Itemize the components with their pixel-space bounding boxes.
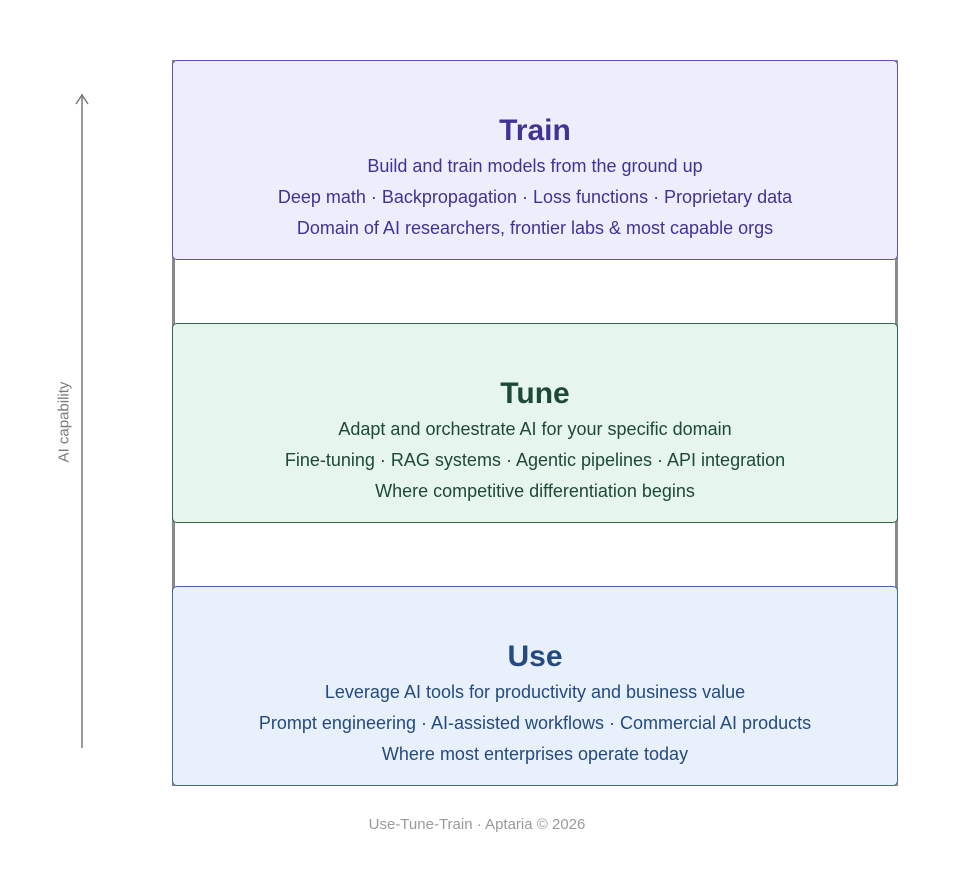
tier-title: Tune	[500, 377, 570, 410]
axis-arrow-icon	[75, 93, 89, 748]
tier-description: Adapt and orchestrate AI for your specif…	[338, 419, 732, 439]
tier-topics: Deep math · Backpropagation · Loss funct…	[277, 187, 793, 207]
tier-audience: Where most enterprises operate today	[381, 744, 689, 764]
tier-audience: Domain of AI researchers, frontier labs …	[296, 218, 774, 238]
footer-credit: Use-Tune-Train · Aptaria © 2026	[368, 816, 586, 833]
tier-topics: Fine-tuning · RAG systems · Agentic pipe…	[284, 450, 786, 470]
tier-train: Train Build and train models from the gr…	[172, 60, 898, 260]
tier-tune: Tune Adapt and orchestrate AI for your s…	[172, 323, 898, 523]
tier-topics: Prompt engineering · AI-assisted workflo…	[258, 713, 812, 733]
tier-title: Train	[499, 114, 571, 147]
tier-audience: Where competitive differentiation begins	[375, 481, 695, 501]
tier-description: Leverage AI tools for productivity and b…	[324, 682, 746, 702]
tier-title: Use	[507, 640, 563, 673]
axis-label: AI capability	[55, 381, 73, 463]
tier-use: Use Leverage AI tools for productivity a…	[172, 586, 898, 786]
tier-description: Build and train models from the ground u…	[367, 156, 703, 176]
